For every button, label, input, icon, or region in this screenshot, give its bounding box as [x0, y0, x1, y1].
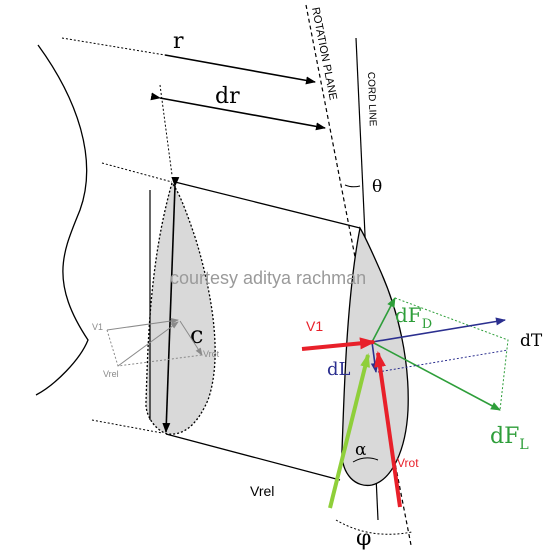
vrot-label: Vrot: [397, 456, 419, 470]
alpha-label: α: [355, 440, 367, 460]
v1-arrow: [301, 337, 376, 351]
vrot-arrow: [374, 351, 402, 508]
bottom-connecting-line: [165, 433, 341, 481]
r-extension-line: [61, 37, 166, 56]
dt-label: dT: [520, 331, 543, 351]
rotation-plane-label: ROTATION PLANE: [309, 6, 339, 101]
theta-label: θ: [372, 177, 382, 197]
hub-outline: [35, 44, 89, 396]
small-vrel-label: Vrel: [103, 369, 119, 379]
left-airfoil: [145, 181, 216, 435]
small-triangle-dotted: [106, 329, 203, 367]
small-v1-label: V1: [92, 322, 103, 332]
dfl-arrow: [371, 341, 501, 411]
dfl-label: dFL: [490, 424, 529, 453]
small-v1-arrow: [106, 318, 179, 331]
small-vrot-arrow: [179, 320, 203, 356]
phi-arc: [335, 519, 413, 535]
alpha-arc: [352, 457, 379, 463]
dr-arrow: [150, 92, 326, 131]
v1-label: V1: [306, 318, 323, 334]
phi-label: φ: [356, 526, 371, 551]
cord-line-label: CORD LINE: [365, 72, 378, 127]
top-connecting-line: [174, 181, 361, 229]
dt-dl-dotted: [377, 349, 509, 373]
dr-label: dr: [215, 84, 240, 109]
vrel-label: Vrel: [250, 483, 274, 499]
dl-label: dL: [327, 359, 351, 380]
r-label: r: [173, 29, 184, 54]
dt-arrow: [371, 317, 506, 343]
watermark: courtesy aditya rachman: [170, 268, 366, 288]
bottom-dotted-projection: [91, 419, 163, 434]
dfd-dfl-dotted: [394, 297, 509, 411]
chord-arrow: [162, 176, 180, 433]
r-arrow: [164, 54, 316, 85]
small-vrel-arrow: [117, 321, 179, 367]
chord-label: c: [190, 321, 203, 349]
vrel-arrow: [328, 353, 370, 509]
small-vrot-label: Vrot: [203, 349, 220, 359]
dfd-arrow: [371, 297, 396, 343]
top-dotted-projection: [101, 162, 173, 183]
dfd-label: dFD: [395, 303, 432, 332]
theta-arc: [344, 184, 361, 188]
